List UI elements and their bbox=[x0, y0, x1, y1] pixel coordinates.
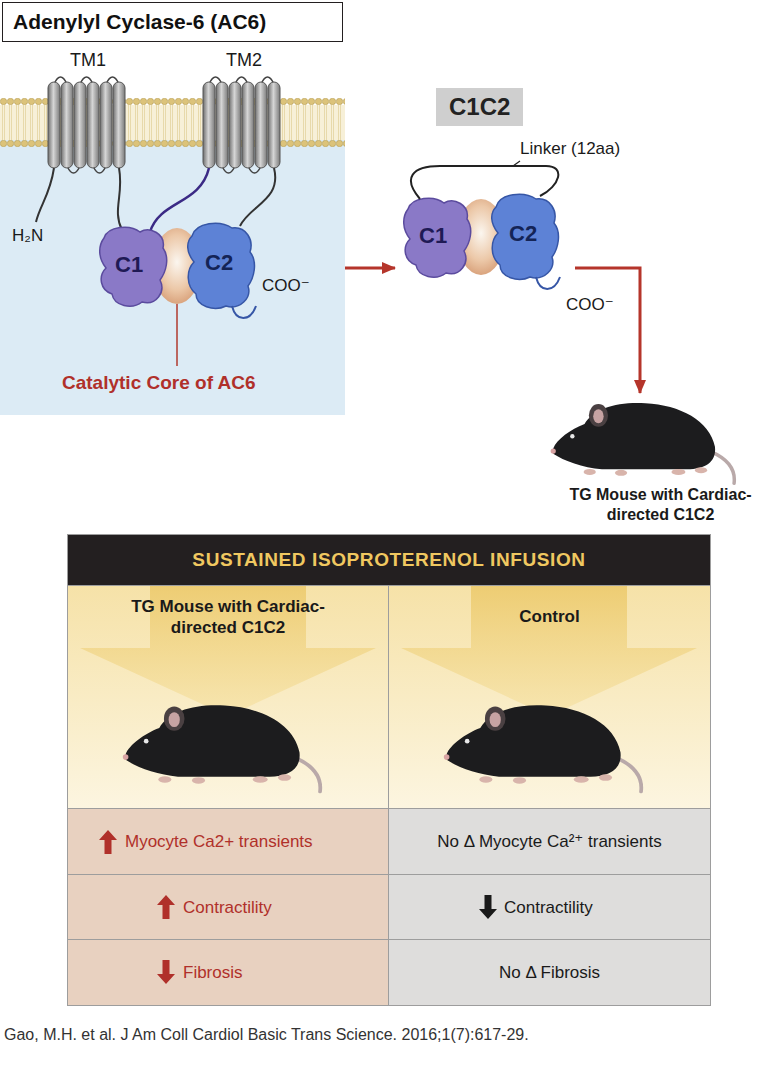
subunit-label: C2 bbox=[205, 250, 233, 275]
node-text: No Δ Fibrosis bbox=[499, 962, 600, 983]
terminus-label: COO⁻ bbox=[262, 276, 310, 296]
node-text: Fibrosis bbox=[183, 962, 243, 983]
node-text: Adenylyl Cyclase-6 (AC6) bbox=[2, 2, 343, 42]
terminus-label: H₂N bbox=[12, 226, 43, 246]
node-text: Contractility bbox=[183, 897, 272, 918]
header-bar: SUSTAINED ISOPROTERENOL INFUSION bbox=[68, 535, 710, 585]
flow-arrow bbox=[345, 267, 395, 270]
citation-caption: Gao, M.H. et al. J Am Coll Cardiol Basic… bbox=[4, 1026, 529, 1044]
result-cell: Myocyte Ca2+ transients bbox=[68, 809, 388, 874]
subunit-label: C2 bbox=[509, 221, 537, 246]
domain-label: TM2 bbox=[226, 50, 262, 71]
column-head: Control bbox=[389, 586, 710, 808]
node-text: SUSTAINED ISOPROTERENOL INFUSION bbox=[192, 549, 585, 571]
result-cell: Fibrosis bbox=[68, 940, 388, 1005]
mouse-label: TG Mouse with Cardiac-directed C1C2 bbox=[548, 393, 773, 528]
result-cell: Contractility bbox=[68, 875, 388, 939]
column-head: TG Mouse with Cardiac-directed C1C2 bbox=[68, 586, 388, 808]
node-text: C1C2 bbox=[436, 88, 523, 126]
node-text: TG Mouse with Cardiac-directed C1C2 bbox=[118, 596, 338, 638]
node-text: Contractility bbox=[504, 897, 593, 918]
terminus-label: COO⁻ bbox=[566, 295, 614, 315]
node-text: Myocyte Ca2+ transients bbox=[125, 831, 313, 852]
subunit-label: C1 bbox=[419, 223, 447, 248]
domain-label: TM1 bbox=[70, 50, 106, 71]
linker-label: Linker (12aa) bbox=[520, 139, 620, 159]
heading-box: Adenylyl Cyclase-6 (AC6) bbox=[0, 0, 345, 415]
result-cell: Contractility bbox=[389, 875, 710, 939]
subunit-label: C1 bbox=[115, 252, 143, 277]
result-cell: No Δ Myocyte Ca²⁺ transients bbox=[389, 809, 710, 874]
result-cell: No Δ Fibrosis bbox=[389, 940, 710, 1005]
node-text: Control bbox=[439, 606, 660, 627]
node-text: No Δ Myocyte Ca²⁺ transients bbox=[437, 831, 661, 852]
flow-arrow bbox=[575, 268, 640, 393]
node-text: TG Mouse with Cardiac-directed C1C2 bbox=[548, 485, 773, 525]
callout-label: Catalytic Core of AC6 bbox=[62, 372, 256, 394]
